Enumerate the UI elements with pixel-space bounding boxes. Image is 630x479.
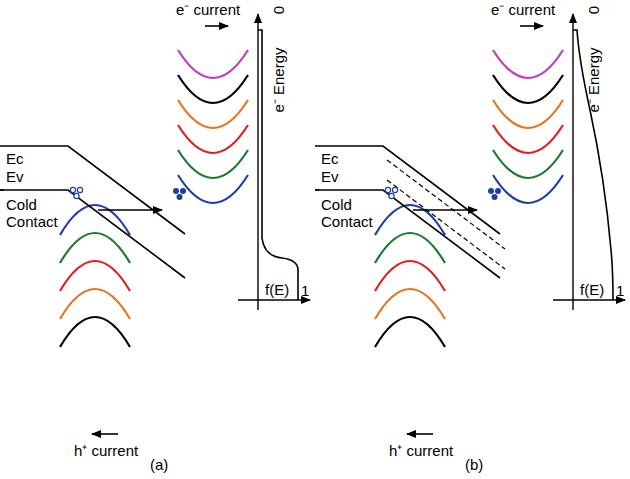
conduction-subband [178,175,248,203]
electron [173,188,179,194]
current-arrow [92,433,118,435]
electron [495,188,501,194]
current-label: h⁺ current [74,442,138,459]
axis-label: e⁻ Energy [585,47,602,112]
quasi-fermi-level [387,180,505,269]
electron [492,194,498,200]
occupation-axis [238,299,310,300]
valence-band-edge [315,190,500,278]
axis-value: 0 [270,6,287,14]
electron [180,188,186,194]
conduction-subband [493,100,563,128]
conduction-subband [178,50,248,78]
axis-value: 0 [585,6,602,14]
hole [77,187,82,192]
band-label: Ev [321,168,339,185]
valence-subband [375,317,445,347]
valence-subband [60,261,130,291]
panel [315,14,625,434]
panel [0,14,310,434]
axis-label: e⁻ Energy [270,47,287,112]
band-label: Ev [6,168,24,185]
conduction-subband [493,175,563,203]
contact-line [315,189,319,191]
valence-subband [60,317,130,347]
band-label: Ec [6,150,24,167]
axis-label: f(E) [265,281,289,298]
current-arrow [407,433,433,435]
occupation-axis [553,299,625,300]
valence-subband [60,233,130,263]
fermi-distribution [573,30,613,300]
contact-line [0,189,4,191]
contact-label: Cold Contact [321,196,383,230]
axis-value: 1 [616,282,624,299]
hole [74,193,79,198]
current-label: h⁺ current [389,442,453,459]
conduction-subband [178,75,248,103]
valence-band-edge [0,190,185,278]
hole [385,187,390,192]
energy-axis [257,14,258,310]
hole [392,187,397,192]
conduction-subband [493,75,563,103]
energy-axis [572,14,573,310]
panel-label: (a) [150,456,168,473]
axis-value: 1 [301,282,309,299]
valence-subband [375,233,445,263]
current-label: e⁻ current [176,1,240,18]
axis-label: f(E) [580,281,604,298]
hole [389,193,394,198]
valence-subband [375,261,445,291]
hole [70,187,75,192]
current-label: e⁻ current [491,1,555,18]
conduction-subband [178,125,248,153]
panel-label: (b) [465,456,483,473]
valence-subband [375,289,445,319]
contact-label: Cold Contact [6,196,68,230]
conduction-subband [178,100,248,128]
fermi-distribution [258,30,298,300]
tunneling-arrow [413,209,477,211]
quasi-fermi-level [387,160,505,249]
valence-subband [60,289,130,319]
band-label: Ec [321,150,339,167]
current-arrow [520,25,543,27]
tunneling-arrow [98,209,162,211]
electron [177,194,183,200]
current-arrow [205,25,228,27]
conduction-subband [493,50,563,78]
conduction-subband [493,125,563,153]
conduction-subband [178,150,248,178]
conduction-subband [493,150,563,178]
electron [488,188,494,194]
